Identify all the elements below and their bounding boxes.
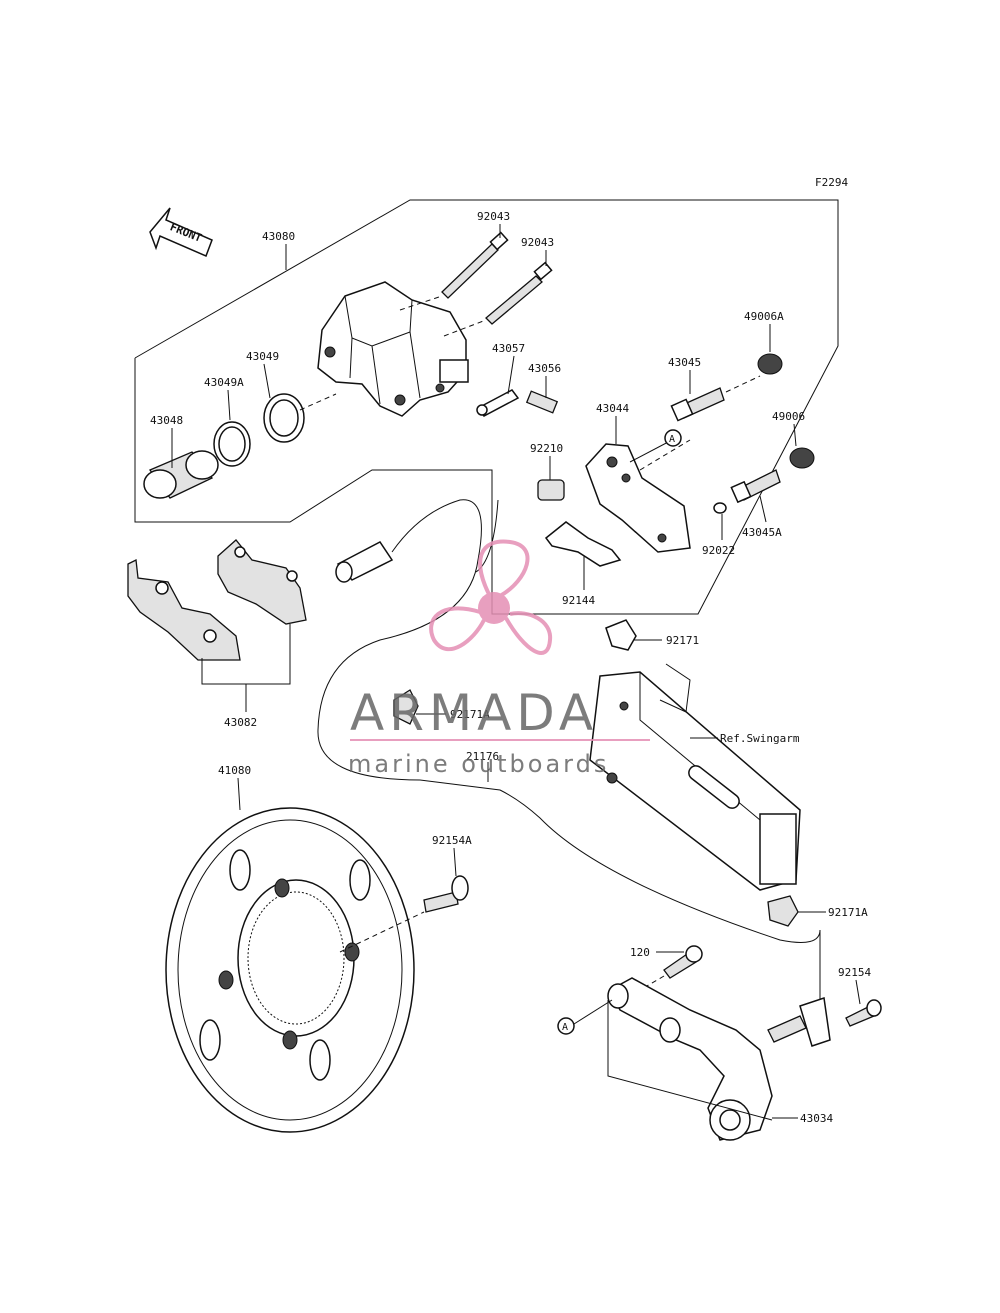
label-43048: 43048 — [150, 414, 183, 427]
guide-pin-lower — [485, 261, 553, 325]
label-92154: 92154 — [838, 966, 871, 979]
bracket-dash — [639, 439, 691, 471]
rubber-boot-49006A — [757, 353, 783, 375]
label-43056: 43056 — [528, 362, 561, 375]
marker-a-top-text: A — [669, 434, 675, 445]
guide-pin-upper — [441, 231, 509, 299]
bolt-120 — [663, 945, 703, 979]
label-92154A: 92154A — [432, 834, 472, 847]
brake-disc-41080 — [165, 807, 415, 1133]
43034-bracket-line — [607, 1000, 773, 1121]
bolt-120-dash — [639, 975, 665, 991]
label-43049: 43049 — [246, 350, 279, 363]
armada-watermark: ARMADA marine outboards — [348, 539, 650, 778]
a-leader-top — [629, 439, 673, 463]
marker-a-bottom-text: A — [562, 1022, 568, 1033]
label-43044: 43044 — [596, 402, 629, 415]
dust-seal-43049 — [263, 393, 305, 443]
piston-seal-43049A — [213, 421, 251, 467]
label-92171: 92171 — [666, 634, 699, 647]
watermark-tagline: marine outboards — [348, 750, 609, 778]
label-43057: 43057 — [492, 342, 525, 355]
label-92171A-upper: 92171A — [450, 708, 490, 721]
disc-bolt-92154A — [423, 875, 469, 913]
propeller-logo-icon — [429, 539, 553, 655]
front-arrow-icon: FRONT — [149, 207, 213, 258]
caliper-bracket-43044 — [585, 443, 691, 553]
marker-a-top: A — [664, 429, 682, 447]
caliper-body — [317, 281, 469, 417]
bleeder-cap-43057 — [476, 389, 520, 417]
ring-92022 — [713, 502, 727, 514]
label-92043-lower: 92043 — [521, 236, 554, 249]
label-120: 120 — [630, 946, 650, 959]
label-43045: 43045 — [668, 356, 701, 369]
ref-swingarm-label: Ref.Swingarm — [720, 732, 800, 745]
torque-bracket-43034 — [607, 977, 831, 1141]
bracket-pin-43045A — [730, 469, 781, 504]
clamp-92171 — [605, 619, 637, 651]
label-92144: 92144 — [562, 594, 595, 607]
piston-dash — [299, 393, 337, 411]
sensor-cable — [317, 499, 821, 1000]
bolt-92154 — [845, 999, 882, 1027]
pin-lower-dash — [443, 319, 487, 337]
figure-code: F2294 — [815, 176, 848, 189]
watermark-brand: ARMADA — [350, 684, 598, 742]
label-49006: 49006 — [772, 410, 805, 423]
sleeve-92210 — [537, 479, 565, 501]
a-leader-bottom — [573, 999, 613, 1025]
label-92043-upper: 92043 — [477, 210, 510, 223]
bracket-pin-43045 — [670, 387, 725, 422]
label-92210: 92210 — [530, 442, 563, 455]
brake-pad-front — [127, 559, 241, 661]
label-21176: 21176 — [466, 750, 499, 763]
pad-spring-92144 — [544, 521, 622, 567]
rubber-boot-49006 — [789, 447, 815, 469]
leader-lines — [171, 224, 861, 1119]
label-92022: 92022 — [702, 544, 735, 557]
label-43049A: 43049A — [204, 376, 244, 389]
marker-a-bottom: A — [557, 1017, 575, 1035]
label-43080: 43080 — [262, 230, 295, 243]
disc-bolt-dash — [339, 911, 425, 953]
label-41080: 41080 — [218, 764, 251, 777]
pin-upper-dash — [399, 295, 443, 311]
boot-a-dash — [725, 375, 761, 393]
label-43082: 43082 — [224, 716, 257, 729]
clamp-92171A-lower — [767, 895, 799, 927]
bleeder-valve-43056 — [525, 390, 559, 414]
label-49006A: 49006A — [744, 310, 784, 323]
clamp-92171A-upper — [393, 689, 419, 725]
abs-sensor-head — [335, 541, 394, 583]
piston-43048 — [143, 450, 219, 499]
label-43034: 43034 — [800, 1112, 833, 1125]
label-92171A-lower: 92171A — [828, 906, 868, 919]
brake-pad-rear — [217, 539, 307, 625]
label-43045A: 43045A — [742, 526, 782, 539]
swingarm-reference — [589, 663, 801, 891]
